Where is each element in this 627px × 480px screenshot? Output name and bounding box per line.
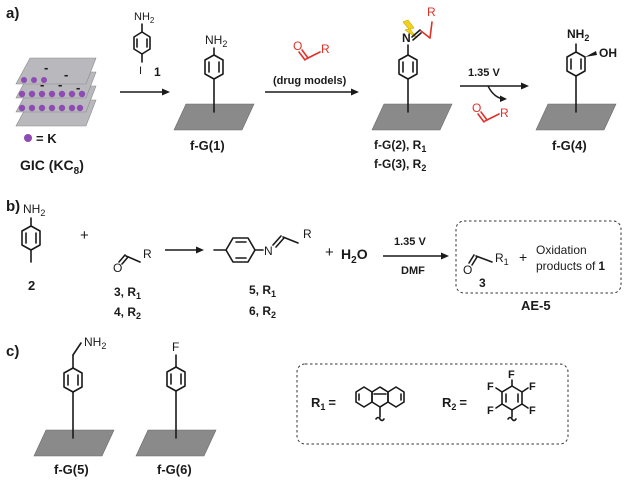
pf-f-upper-left: F xyxy=(487,381,494,393)
r1-label: R1= xyxy=(311,395,336,412)
imine-5-6: N R xyxy=(213,227,312,263)
oxidation-line-1: Oxidation xyxy=(536,243,587,257)
k-legend-label: = K xyxy=(36,131,57,146)
plus-1: + xyxy=(80,227,89,244)
imine-6-label: 6, R2 xyxy=(249,304,276,320)
fg4-structure: NH2 OH xyxy=(535,27,617,131)
pf-f-top: F xyxy=(508,369,515,381)
released-aldehyde: O R xyxy=(472,101,509,123)
fg2-label: f-G(2), R1 xyxy=(374,138,426,154)
fg2-fg3-structure: N R xyxy=(371,5,453,131)
gic-minus-2: - xyxy=(64,67,68,82)
fg6-structure: F xyxy=(135,340,217,457)
svg-text:R: R xyxy=(143,247,152,261)
svg-text:R1: R1 xyxy=(495,251,509,267)
svg-text:NH2: NH2 xyxy=(23,202,45,218)
svg-text:O: O xyxy=(463,263,472,277)
svg-text:N: N xyxy=(402,31,411,45)
svg-text:R: R xyxy=(321,42,330,56)
aldehyde-3-4: O R xyxy=(113,247,152,275)
aldehyde-3-label: 3, R1 xyxy=(114,285,141,301)
ae5-label: AE-5 xyxy=(521,298,551,313)
fg3-label: f-G(3), R2 xyxy=(374,157,426,173)
imine-5-label: 5, R1 xyxy=(249,283,276,299)
svg-text:NH2: NH2 xyxy=(134,11,155,25)
r-group-legend-box xyxy=(296,363,569,445)
fg6-label: f-G(6) xyxy=(157,462,192,477)
svg-text:NH2: NH2 xyxy=(84,335,106,351)
svg-text:O: O xyxy=(472,101,481,115)
panel-label-a: a) xyxy=(6,5,19,22)
svg-text:I: I xyxy=(139,65,142,77)
aldehyde-3-product: O R1 xyxy=(463,251,509,277)
svg-text:R: R xyxy=(303,227,312,241)
svg-text:R: R xyxy=(427,5,436,19)
svg-text:O: O xyxy=(293,39,302,53)
box-plus: + xyxy=(519,249,527,265)
water-label: H2O xyxy=(341,246,368,266)
reagent-1-number: 1 xyxy=(154,65,161,79)
svg-text:F: F xyxy=(172,340,179,354)
gic-minus-1: - xyxy=(44,60,48,75)
svg-text:OH: OH xyxy=(599,46,617,60)
svg-text:N: N xyxy=(264,244,273,258)
drug-models-label: (drug models) xyxy=(273,75,347,87)
fg1-structure: NH2 xyxy=(173,33,255,131)
gic-label: GIC (KC8) xyxy=(20,157,84,177)
aldehyde-4-label: 4, R2 xyxy=(114,305,141,321)
voltage-label-a: 1.35 V xyxy=(468,67,500,79)
gic-minus-3: - xyxy=(40,77,44,92)
k-legend-dot xyxy=(24,134,32,142)
lightning-bolt-icon xyxy=(402,19,418,39)
r2-label: R2= xyxy=(442,395,467,412)
gic-stack: - - - - - xyxy=(15,57,97,127)
box-product-3-number: 3 xyxy=(479,276,486,290)
panel-label-c: c) xyxy=(6,343,19,360)
compound-2-number: 2 xyxy=(28,278,35,293)
reagent-1: NH2 I 1 xyxy=(133,11,161,79)
fg1-label: f-G(1) xyxy=(190,138,225,153)
plus-2: + xyxy=(325,244,334,261)
svg-text:O: O xyxy=(113,261,122,275)
svg-text:R: R xyxy=(500,106,509,120)
solvent-label: DMF xyxy=(401,265,425,277)
compound-2: NH2 xyxy=(21,202,45,263)
pf-f-lower-left: F xyxy=(487,405,494,417)
gic-minus-4: - xyxy=(58,77,62,92)
fg5-structure: NH2 xyxy=(33,335,115,457)
svg-text:NH2: NH2 xyxy=(205,33,227,49)
voltage-label-b: 1.35 V xyxy=(394,236,426,248)
panel-label-b: b) xyxy=(6,198,20,215)
fg5-label: f-G(5) xyxy=(54,462,89,477)
aldehyde-drug-model: O R xyxy=(293,39,330,61)
svg-text:NH2: NH2 xyxy=(567,27,589,43)
gic-minus-5: - xyxy=(76,80,80,95)
anthracenyl-structure xyxy=(355,386,405,422)
pf-f-upper-right: F xyxy=(529,381,536,393)
pentafluorophenyl-structure: F F F F F xyxy=(487,369,536,422)
pf-f-lower-right: F xyxy=(529,405,536,417)
fg4-label: f-G(4) xyxy=(552,138,587,153)
potassium-dots xyxy=(18,77,86,112)
